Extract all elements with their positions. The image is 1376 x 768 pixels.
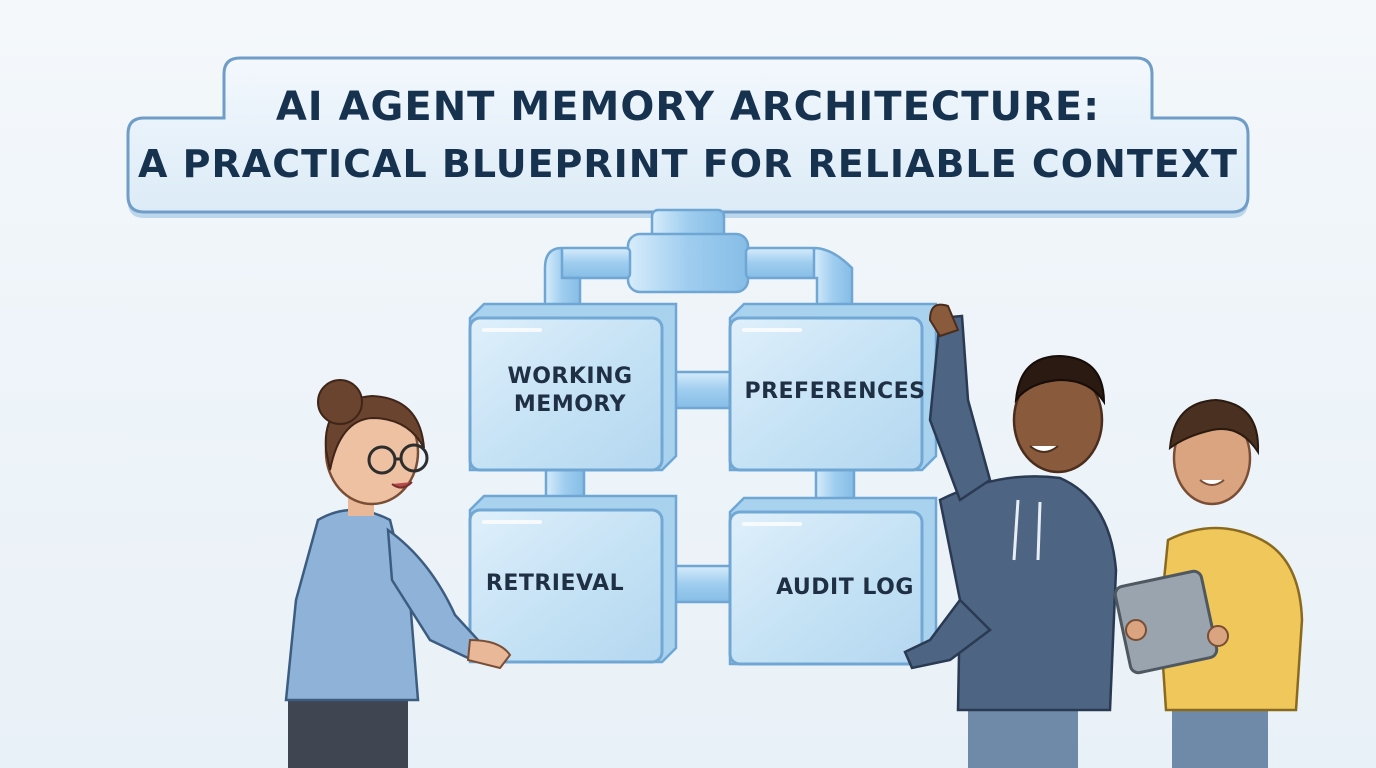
retrieval-label: RETRIEVAL: [485, 571, 625, 596]
title-line-2: A PRACTICAL BLUEPRINT FOR RELIABLE CONTE…: [138, 142, 1238, 186]
person-man-hoodie: [903, 303, 1118, 768]
memory-box-working: [468, 302, 678, 472]
working-memory-label: WORKING MEMORY: [507, 364, 633, 417]
person-woman-glasses: [284, 379, 512, 768]
memory-box-retrieval: [468, 494, 678, 664]
title-banner: [126, 56, 1250, 218]
person-teen-tablet: [1113, 398, 1304, 768]
memory-box-preferences: [728, 302, 938, 472]
memory-box-audit: [728, 496, 938, 666]
audit-log-label: AUDIT LOG: [776, 575, 914, 600]
title-line-1: AI AGENT MEMORY ARCHITECTURE:: [275, 84, 1101, 130]
preferences-label: PREFERENCES: [744, 379, 926, 404]
